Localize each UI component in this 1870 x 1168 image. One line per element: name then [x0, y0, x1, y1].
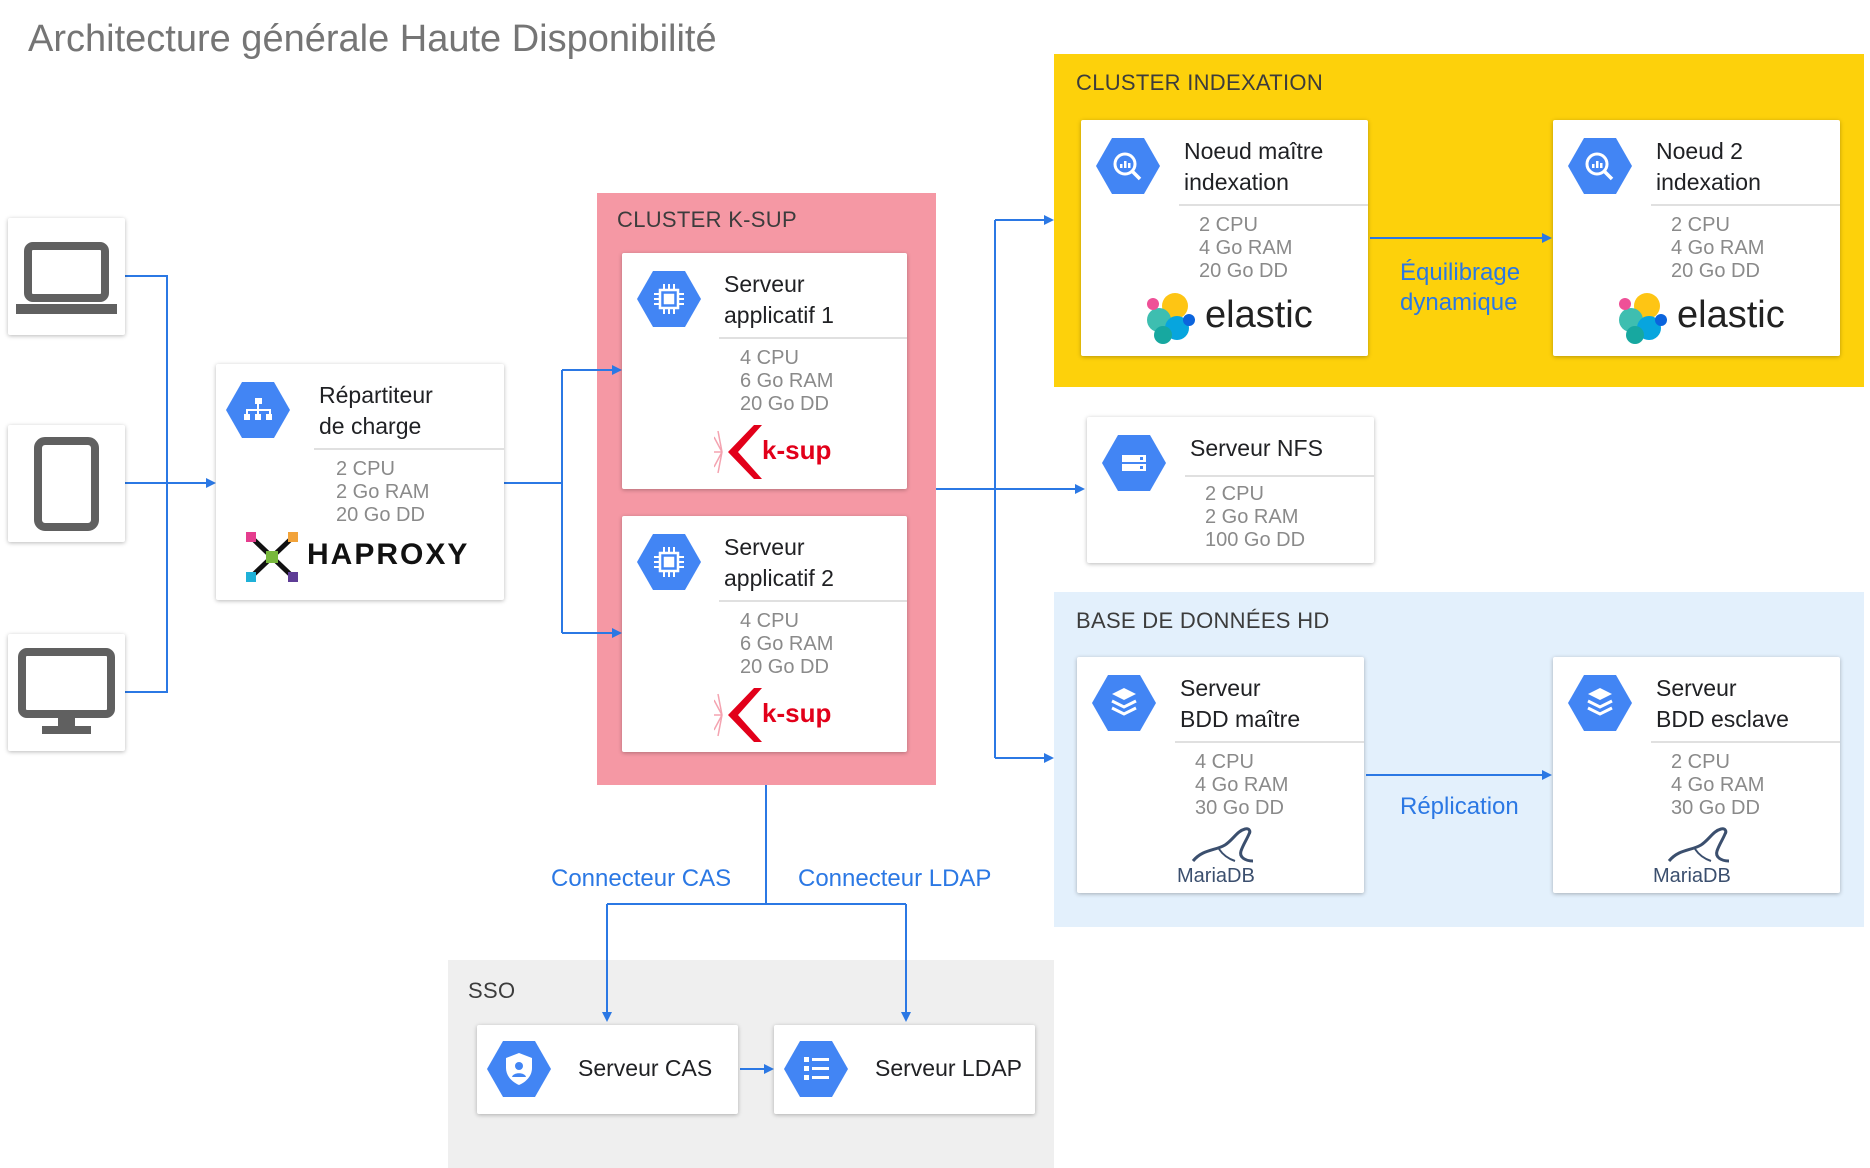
ksup-logo-icon — [714, 688, 762, 742]
card-title: Serveur CAS — [578, 1055, 713, 1081]
card-specs: 2 CPU 4 Go RAM 30 Go DD — [1671, 751, 1765, 819]
card-specs: 2 CPU 4 Go RAM 20 Go DD — [1199, 214, 1293, 282]
card-separator — [314, 448, 504, 450]
card-separator — [1651, 204, 1840, 206]
elastic-logo: elastic — [1677, 294, 1785, 336]
card-specs: 4 CPU 4 Go RAM 30 Go DD — [1195, 751, 1289, 819]
chip-icon — [637, 534, 701, 590]
card-title: Noeud 2 indexation — [1656, 138, 1761, 195]
edge-label-cas-connector: Connecteur CAS — [551, 865, 732, 892]
app-server-1-card[interactable]: Serveur applicatif 1 4 CPU 6 Go RAM 20 G… — [622, 253, 907, 489]
card-separator — [719, 600, 907, 602]
database-layers-icon — [1568, 675, 1632, 731]
card-title: Serveur applicatif 2 — [724, 534, 834, 591]
app-server-2-card[interactable]: Serveur applicatif 2 4 CPU 6 Go RAM 20 G… — [622, 516, 907, 752]
card-separator — [1179, 204, 1368, 206]
card-specs: 2 CPU 2 Go RAM 20 Go DD — [336, 458, 430, 526]
haproxy-logo: HAPROXY — [307, 538, 470, 571]
card-specs: 4 CPU 6 Go RAM 20 Go DD — [740, 610, 834, 678]
search-analytics-icon — [1096, 138, 1160, 194]
card-separator — [1651, 741, 1840, 743]
device-desktop — [8, 634, 125, 751]
card-separator — [719, 337, 907, 339]
card-separator — [1185, 475, 1374, 477]
edge-label-balancing: Équilibrage dynamique — [1400, 259, 1521, 316]
card-separator — [1175, 741, 1364, 743]
search-analytics-icon — [1568, 138, 1632, 194]
card-title: Noeud maître indexation — [1184, 138, 1324, 195]
ksup-logo: k-sup — [762, 435, 832, 465]
index-node-2-card[interactable]: Noeud 2 indexation 2 CPU 4 Go RAM 20 Go … — [1553, 120, 1840, 356]
edge-label-ldap-connector: Connecteur LDAP — [798, 865, 992, 892]
shield-user-icon — [487, 1041, 551, 1097]
nfs-server-card[interactable]: Serveur NFS 2 CPU 2 Go RAM 100 Go DD — [1087, 417, 1374, 563]
card-title: Serveur LDAP — [875, 1055, 1023, 1081]
edge-label-replication: Réplication — [1400, 793, 1519, 820]
desktop-icon — [18, 648, 115, 734]
ksup-logo-icon — [714, 425, 762, 479]
card-specs: 4 CPU 6 Go RAM 20 Go DD — [740, 347, 834, 415]
ldap-server-card[interactable]: Serveur LDAP — [774, 1025, 1035, 1114]
card-title: Répartiteur de charge — [319, 382, 433, 439]
mariadb-seal-icon — [1191, 827, 1254, 863]
card-specs: 2 CPU 4 Go RAM 20 Go DD — [1671, 214, 1765, 282]
ksup-logo: k-sup — [762, 698, 832, 728]
db-master-card[interactable]: Serveur BDD maître 4 CPU 4 Go RAM 30 Go … — [1077, 657, 1364, 893]
elastic-logo: elastic — [1205, 294, 1313, 336]
db-slave-card[interactable]: Serveur BDD esclave 2 CPU 4 Go RAM 30 Go… — [1553, 657, 1840, 893]
zone-indexation-label: CLUSTER INDEXATION — [1076, 70, 1324, 95]
zone-db-label: BASE DE DONNÉES HD — [1076, 608, 1330, 633]
card-title: Serveur applicatif 1 — [724, 271, 834, 328]
haproxy-logo-icon — [246, 532, 298, 582]
mariadb-seal-icon — [1667, 827, 1730, 863]
elastic-logo-icon — [1147, 293, 1195, 344]
storage-icon — [1102, 435, 1166, 491]
page-title: Architecture générale Haute Disponibilit… — [28, 18, 717, 60]
load-balancer-card[interactable]: Répartiteur de charge 2 CPU 2 Go RAM 20 … — [216, 364, 504, 600]
card-specs: 2 CPU 2 Go RAM 100 Go DD — [1205, 483, 1306, 551]
directory-list-icon — [784, 1041, 848, 1097]
elastic-logo-icon — [1619, 293, 1667, 344]
card-title: Serveur BDD esclave — [1656, 675, 1789, 732]
cas-server-card[interactable]: Serveur CAS — [477, 1025, 738, 1114]
device-laptop — [8, 218, 125, 335]
mariadb-logo: MariaDB — [1653, 865, 1731, 887]
chip-icon — [637, 271, 701, 327]
device-tablet — [8, 425, 125, 542]
laptop-icon — [16, 242, 117, 314]
network-icon — [226, 382, 290, 438]
card-title: Serveur BDD maître — [1180, 675, 1301, 732]
zone-sso-label: SSO — [468, 978, 516, 1003]
mariadb-logo: MariaDB — [1177, 865, 1255, 887]
database-layers-icon — [1092, 675, 1156, 731]
index-master-card[interactable]: Noeud maître indexation 2 CPU 4 Go RAM 2… — [1081, 120, 1368, 356]
tablet-icon — [34, 437, 99, 531]
zone-ksup-label: CLUSTER K-SUP — [617, 207, 797, 232]
card-title: Serveur NFS — [1190, 435, 1323, 461]
